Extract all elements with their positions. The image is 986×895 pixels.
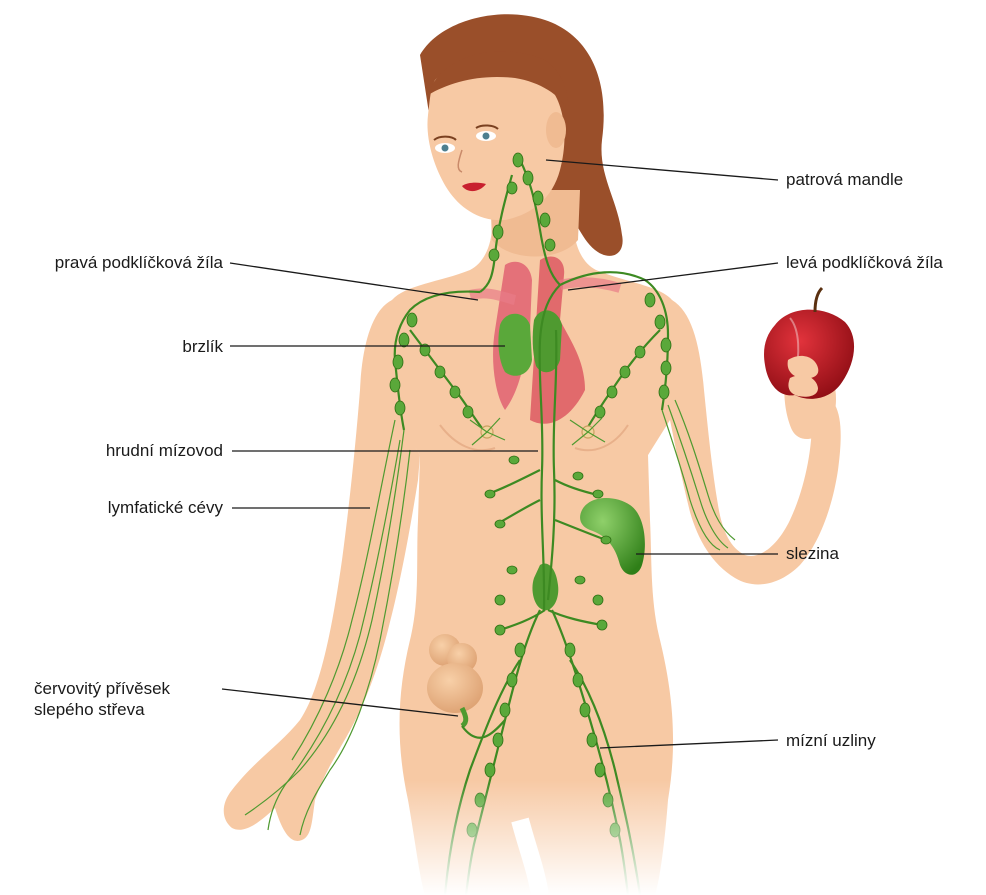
label-thoracic-duct: hrudní mízovod (106, 440, 223, 461)
label-appendix-line2: slepého střeva (34, 699, 170, 720)
label-spleen: slezina (786, 543, 839, 564)
label-lymph-nodes: mízní uzliny (786, 730, 876, 751)
label-thymus: brzlík (182, 336, 223, 357)
label-appendix-line1: červovitý přívěsek (34, 678, 170, 699)
label-palatine-tonsil: patrová mandle (786, 169, 903, 190)
label-right-subclavian-vein: pravá podklíčková žíla (55, 252, 223, 273)
label-left-subclavian-vein: levá podklíčková žíla (786, 252, 943, 273)
label-lymphatic-vessels: lymfatické cévy (108, 497, 223, 518)
label-appendix: červovitý přívěsek slepého střeva (34, 678, 170, 720)
